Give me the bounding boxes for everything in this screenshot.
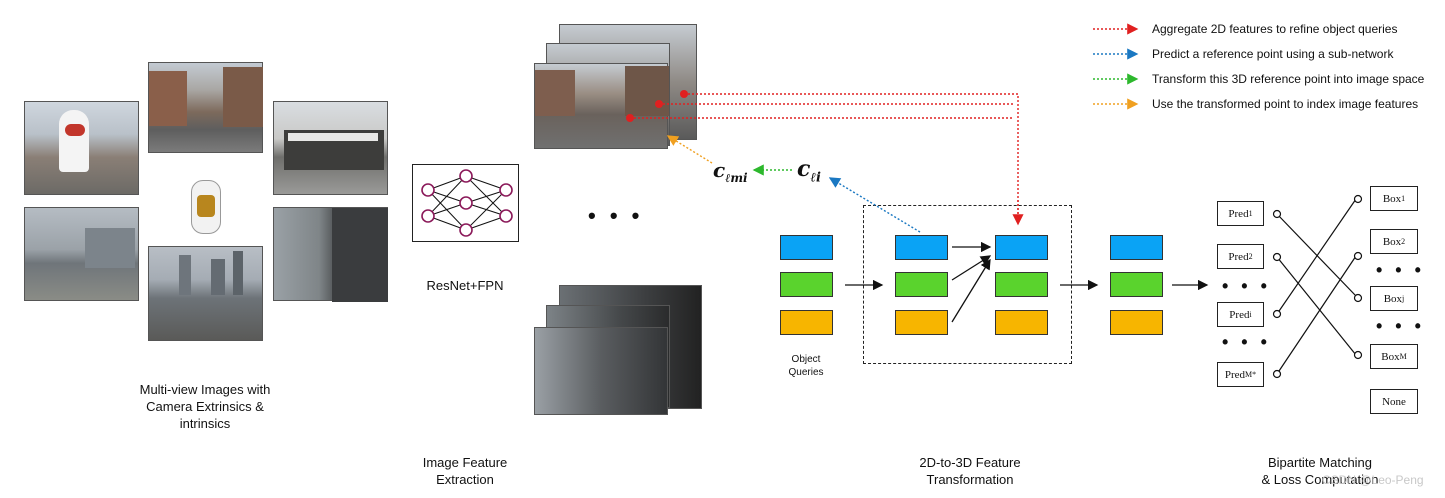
transform-query-green-in: [895, 272, 948, 297]
store-sign: [288, 133, 378, 141]
camera-image-back-right: [273, 207, 388, 302]
landmark-bottle-logo: [65, 124, 85, 136]
sample-point-2: [655, 100, 663, 108]
object-query-yellow: [780, 310, 833, 335]
legend-predict: Predict a reference point using a sub-ne…: [1152, 47, 1394, 61]
object-query-blue: [780, 235, 833, 260]
matching-lines: [1276, 198, 1357, 375]
transform-query-yellow-in: [895, 310, 948, 335]
car-roof: [197, 195, 215, 217]
gt-box-none: None: [1370, 389, 1418, 414]
c-li-symbol: cℓi: [797, 156, 821, 186]
neural-net-edges: [427, 175, 507, 231]
pred-ellipsis-2: • • •: [1222, 332, 1271, 352]
camera-image-front-right: [273, 101, 388, 195]
building-facade: [332, 208, 388, 302]
refined-query-blue: [1110, 235, 1163, 260]
box-ellipsis-1: • • •: [1376, 260, 1425, 280]
building-right: [223, 67, 263, 127]
legend-transform: Transform this 3D reference point into i…: [1152, 72, 1425, 86]
tower-3: [233, 251, 243, 295]
transform-query-green-out: [995, 272, 1048, 297]
multiview-label: Multi-view Images with Camera Extrinsics…: [139, 382, 271, 431]
backbone-network-box: [412, 164, 519, 242]
feature-map-ellipsis: • • •: [588, 203, 644, 228]
stage-2d-to-3d: 2D-to-3D Feature Transformation: [919, 455, 1021, 487]
c-lmi-symbol: cℓmi: [713, 158, 748, 185]
yellow-to-blue-arrow: [951, 258, 991, 323]
transform-query-blue-out: [995, 235, 1048, 260]
camera-image-back: [148, 246, 263, 341]
feature-map-top-1: [534, 63, 669, 149]
green-to-blue-arrow: [951, 255, 992, 281]
refined-query-yellow: [1110, 310, 1163, 335]
reference-point-arrow: [828, 177, 921, 233]
refined-query-green: [1110, 272, 1163, 297]
aggregation-lines: [630, 93, 1024, 226]
legend-index: Use the transformed point to index image…: [1152, 97, 1419, 111]
watermark: CSDN @Leo-Peng: [1322, 473, 1424, 487]
index-arrow: [666, 135, 713, 164]
transform-query-yellow-out: [995, 310, 1048, 335]
tower-2: [211, 259, 225, 295]
transform-query-blue-in: [895, 235, 948, 260]
tower-1: [179, 255, 191, 295]
stage-image-feature-extraction: Image Feature Extraction: [422, 455, 508, 487]
building-left: [149, 71, 187, 126]
backbone-label: ResNet+FPN: [426, 278, 504, 293]
camera-image-front: [148, 62, 263, 153]
object-queries-label: Object Queries: [788, 354, 824, 378]
feature-map-bottom-1: [534, 327, 668, 415]
fm-building-right: [625, 66, 669, 116]
object-query-green: [780, 272, 833, 297]
pred-ellipsis-1: • • •: [1222, 276, 1271, 296]
skyline: [85, 228, 135, 268]
camera-image-back-left: [24, 207, 139, 301]
legend-aggregate: Aggregate 2D features to refine object q…: [1152, 22, 1398, 36]
matching-endpoints: [1272, 194, 1363, 379]
fm-building: [535, 70, 575, 116]
sample-point-3: [626, 114, 634, 122]
neural-net-nodes: [421, 169, 513, 237]
ego-car: [191, 180, 221, 234]
box-ellipsis-2: • • •: [1376, 316, 1425, 336]
sample-point-1: [680, 90, 688, 98]
landmark-bottle: [59, 110, 89, 172]
stage-bipartite-matching: Bipartite Matching & Loss Computation: [1261, 455, 1379, 487]
camera-image-front-left: [24, 101, 139, 195]
